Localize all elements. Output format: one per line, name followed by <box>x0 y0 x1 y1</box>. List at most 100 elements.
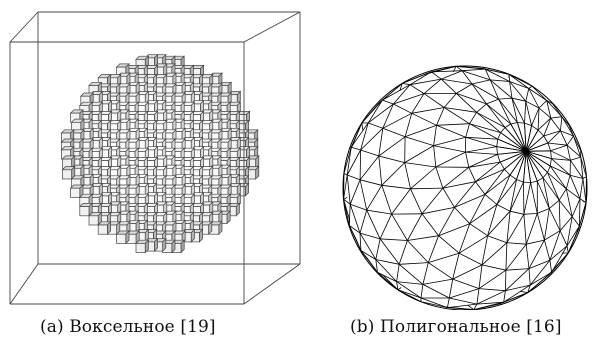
mesh-edge <box>529 260 551 286</box>
mesh-edge <box>497 150 527 155</box>
mesh-edge <box>525 101 532 126</box>
mesh-edge <box>547 142 551 151</box>
mesh-edge <box>468 167 476 182</box>
mesh-edge <box>481 235 488 265</box>
mesh-edge <box>578 202 587 229</box>
mesh-edge <box>404 162 411 189</box>
mesh-edge <box>542 177 550 209</box>
voxel-sphere-illustration <box>9 11 301 305</box>
mesh-edge <box>528 259 551 269</box>
mesh-edge <box>359 232 381 240</box>
mesh-edge <box>375 259 378 273</box>
mesh-edge <box>404 162 436 168</box>
mesh-edge <box>568 125 574 137</box>
mesh-edge <box>525 142 549 152</box>
mesh-edge <box>436 107 445 126</box>
mesh-edge <box>438 207 455 236</box>
mesh-edge <box>559 216 573 231</box>
mesh-edge <box>458 252 483 266</box>
mesh-edge <box>478 288 506 292</box>
mesh-edge <box>360 149 379 157</box>
mesh-edge <box>529 271 552 286</box>
mesh-edge <box>433 136 466 146</box>
mesh-edge <box>361 122 364 131</box>
mesh-edge <box>531 107 540 126</box>
mesh-edge <box>469 112 477 124</box>
mesh-edge <box>428 252 460 263</box>
mesh-edge <box>375 259 397 282</box>
mesh-edge <box>438 223 470 237</box>
voxel-cube <box>171 81 187 96</box>
mesh-edge <box>497 138 527 152</box>
mesh-edge <box>442 181 476 189</box>
mesh-edge <box>478 264 483 289</box>
mesh-edge <box>511 97 526 102</box>
mesh-edge <box>527 275 548 293</box>
mesh-edge <box>570 160 584 179</box>
mesh-edge <box>526 150 551 152</box>
mesh-edge <box>393 103 412 114</box>
mesh-edge <box>468 161 501 168</box>
mesh-edge <box>484 68 491 81</box>
voxel-cube <box>227 90 242 105</box>
mesh-edge <box>433 145 466 153</box>
mesh-edge <box>506 214 525 243</box>
mesh-edge <box>523 182 531 215</box>
mesh-edge <box>447 297 450 308</box>
mesh-edge <box>525 125 532 152</box>
mesh-edge <box>407 240 429 263</box>
voxel-sphere <box>60 53 260 254</box>
mesh-edge <box>580 156 587 177</box>
mesh-edge <box>527 284 531 293</box>
mesh-edge <box>448 279 454 299</box>
mesh-edge <box>368 122 383 129</box>
mesh-edge <box>499 161 505 170</box>
mesh-edge <box>543 117 552 137</box>
mesh-edge <box>442 166 470 189</box>
mesh-edge <box>578 226 580 229</box>
mesh-edge <box>346 174 351 205</box>
mesh-edge <box>528 85 533 89</box>
mesh-edge <box>548 208 561 231</box>
mesh-edge <box>467 304 475 310</box>
mesh-edge <box>509 81 513 99</box>
mesh-edge <box>558 188 567 201</box>
mesh-edge <box>378 136 406 157</box>
mesh-edge <box>551 158 571 161</box>
mesh-edge <box>433 145 437 168</box>
mesh-edge <box>509 81 527 102</box>
mesh-edge <box>456 93 487 105</box>
mesh-edge <box>537 117 552 131</box>
panel-voxel: (a) Воксельное [19] <box>9 11 301 337</box>
mesh-edge <box>380 238 408 241</box>
mesh-edge <box>550 150 571 161</box>
mesh-edge <box>504 168 511 176</box>
mesh-edge <box>367 99 383 124</box>
mesh-edge <box>551 245 568 273</box>
mesh-edge <box>399 83 403 92</box>
mesh-edge <box>523 151 527 183</box>
mesh-edge <box>396 281 422 299</box>
mesh-edge <box>436 123 470 126</box>
mesh-edge <box>517 122 525 124</box>
mesh-edge <box>396 281 399 290</box>
mesh-edge <box>422 284 450 299</box>
mesh-edge <box>566 245 569 254</box>
mesh-edge <box>550 116 562 119</box>
voxel-cube <box>78 202 94 217</box>
bounding-box-front-edges <box>9 41 245 305</box>
mesh-edge <box>359 232 377 260</box>
mesh-edge <box>452 253 460 280</box>
mesh-edge <box>496 139 499 147</box>
mesh-edge <box>528 88 540 109</box>
mesh-edge <box>497 132 501 140</box>
mesh-edge <box>510 123 527 152</box>
mesh-edge <box>550 150 552 159</box>
mesh-edge <box>525 213 538 245</box>
mesh-edge <box>441 70 463 80</box>
mesh-edge <box>523 181 531 183</box>
mesh-edge <box>500 127 506 133</box>
mesh-edge <box>503 284 531 303</box>
mesh-edge <box>421 187 444 215</box>
